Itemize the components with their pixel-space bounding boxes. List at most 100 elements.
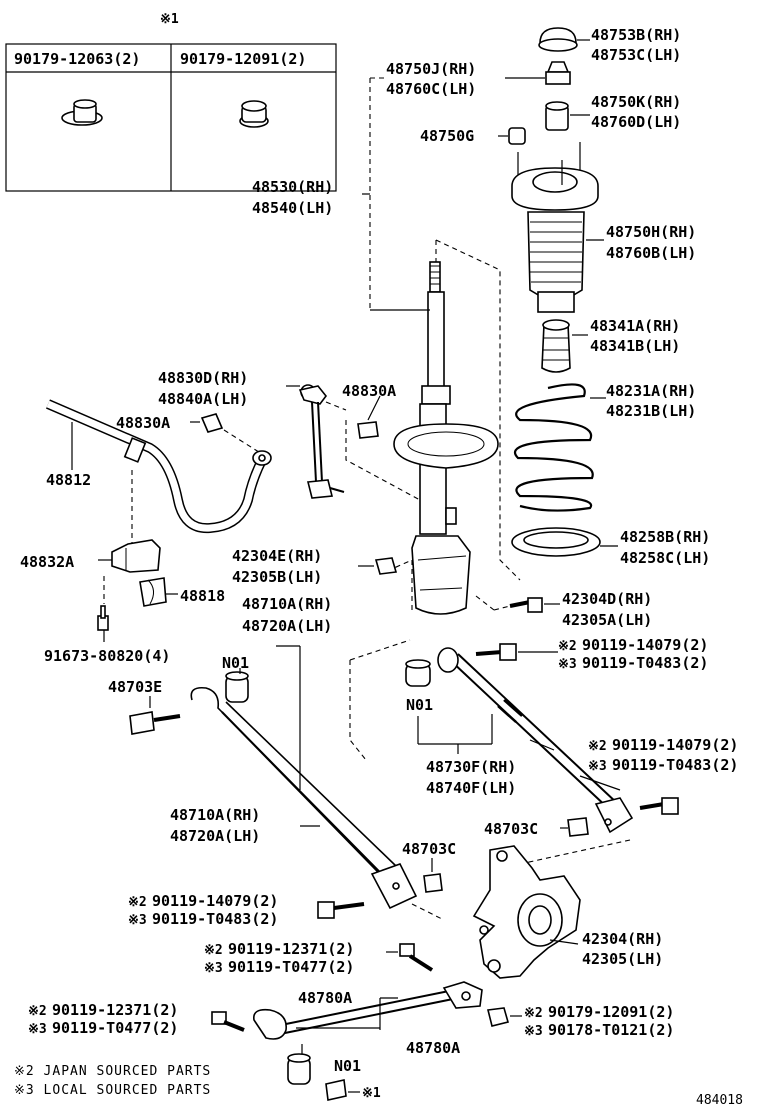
label-42304D: 42304D(RH) <box>562 590 652 608</box>
bolt-48703E <box>129 711 181 735</box>
label-48740F: 48740F(LH) <box>426 779 516 797</box>
label-48832A: 48832A <box>20 553 74 571</box>
label-48720A-top: 48720A(LH) <box>242 617 332 635</box>
label-e-90119-T0477: 90119-T0477(2) <box>52 1019 178 1037</box>
label-48780A-right: 48780A <box>406 1039 460 1057</box>
label-42305B: 42305B(LH) <box>232 568 322 586</box>
label-42304: 42304(RH) <box>582 930 663 948</box>
mark-e-3: ※3 <box>28 1022 47 1037</box>
label-48830D: 48830D(RH) <box>158 369 248 387</box>
mark-a-2: ※2 <box>558 639 577 654</box>
label-a-90119-14079: 90119-14079(2) <box>582 636 708 654</box>
lateral-arm-lower <box>190 686 418 910</box>
label-48258B: 48258B(RH) <box>620 528 710 546</box>
label-48530: 48530(RH) <box>252 178 333 196</box>
label-48703E: 48703E <box>108 678 162 696</box>
carrier-bolt <box>399 943 434 972</box>
stabilizer-bar <box>46 399 272 534</box>
label-48818: 48818 <box>180 587 225 605</box>
mark-f-3: ※3 <box>524 1024 543 1039</box>
rear-axle-carrier <box>472 845 581 979</box>
strut-lower-nut <box>374 557 398 575</box>
strut-lower-bolt <box>509 597 543 613</box>
label-n01-mid: N01 <box>406 696 433 714</box>
stabilizer-bushing <box>139 577 167 607</box>
spring-insulator <box>511 527 601 557</box>
label-42305A: 42305A(LH) <box>562 611 652 629</box>
bracket-bolt <box>97 605 109 631</box>
stabilizer-link <box>298 384 345 499</box>
label-48341A: 48341A(RH) <box>590 317 680 335</box>
label-48760B: 48760B(LH) <box>606 244 696 262</box>
rod-nut-bottom <box>325 1079 347 1101</box>
coil-spring <box>513 383 594 512</box>
label-48703C-mid: 48703C <box>402 840 456 858</box>
nut-48703C-mid <box>423 873 443 893</box>
label-48750J: 48750J(RH) <box>386 60 476 78</box>
label-f-90179-12091: 90179-12091(2) <box>548 1003 674 1021</box>
mark-d-3: ※3 <box>204 961 223 976</box>
label-42305: 42305(LH) <box>582 950 663 968</box>
label-e-90119-12371: 90119-12371(2) <box>52 1001 178 1019</box>
mark-b-2: ※2 <box>588 739 607 754</box>
note-japan-sourced: ※2 JAPAN SOURCED PARTS <box>14 1064 211 1079</box>
label-b-90119-14079: 90119-14079(2) <box>612 736 738 754</box>
box-col2-label: 90179-12091(2) <box>180 50 306 68</box>
label-d-90119-T0477: 90119-T0477(2) <box>228 958 354 976</box>
label-48710A-top: 48710A(RH) <box>242 595 332 613</box>
label-48830A-right: 48830A <box>342 382 396 400</box>
link-nut-right <box>357 421 379 439</box>
label-f-90178-T0121: 90178-T0121(2) <box>548 1021 674 1039</box>
mark-d-2: ※2 <box>204 943 223 958</box>
spacer-collar <box>545 101 569 131</box>
label-c-90119-14079: 90119-14079(2) <box>152 892 278 910</box>
label-48258C: 48258C(LH) <box>620 549 710 567</box>
rod-bushing <box>287 1053 311 1085</box>
label-d-90119-12371: 90119-12371(2) <box>228 940 354 958</box>
label-48720A-low: 48720A(LH) <box>170 827 260 845</box>
label-48750H: 48750H(RH) <box>606 223 696 241</box>
flange-nut-icon <box>61 99 103 126</box>
mark-b-3: ※3 <box>588 759 607 774</box>
label-48812: 48812 <box>46 471 91 489</box>
label-48540: 48540(LH) <box>252 199 333 217</box>
mark-c-2: ※2 <box>128 895 147 910</box>
box-mark: ※1 <box>160 12 179 27</box>
bushing-mid <box>225 671 249 703</box>
rod-nut-right <box>487 1007 509 1027</box>
mark-a-3: ※3 <box>558 657 577 672</box>
label-c-90119-T0483: 90119-T0483(2) <box>152 910 278 928</box>
label-48750K: 48750K(RH) <box>591 93 681 111</box>
shock-absorber <box>393 261 499 615</box>
diagram-ref-number: 484018 <box>696 1093 743 1108</box>
bar-nut-left <box>200 413 224 433</box>
label-48231A: 48231A(RH) <box>606 382 696 400</box>
bump-stopper <box>541 319 571 373</box>
arm-bolt-upper <box>475 643 517 661</box>
box-col1-label: 90179-12063(2) <box>14 50 140 68</box>
note-local-sourced: ※3 LOCAL SOURCED PARTS <box>14 1083 211 1098</box>
mark-e-2: ※2 <box>28 1004 47 1019</box>
strut-rod <box>253 981 483 1040</box>
dust-cap <box>538 27 578 52</box>
label-n01-upper: N01 <box>222 654 249 672</box>
label-48753B: 48753B(RH) <box>591 26 681 44</box>
label-48780A-top: 48780A <box>298 989 352 1007</box>
mark-c-3: ※3 <box>128 913 147 928</box>
hex-nut-icon <box>239 100 269 128</box>
label-91673: 91673-80820(4) <box>44 647 170 665</box>
mark-f-2: ※2 <box>524 1006 543 1021</box>
bellows-boot <box>527 211 585 313</box>
arm-bolt-lower-left <box>317 901 365 919</box>
stabilizer-bracket <box>111 539 161 573</box>
label-48750G: 48750G <box>420 127 474 145</box>
strut-mount <box>511 142 599 211</box>
label-a-90119-T0483: 90119-T0483(2) <box>582 654 708 672</box>
label-48730F: 48730F(RH) <box>426 758 516 776</box>
label-48341B: 48341B(LH) <box>590 337 680 355</box>
lateral-arm-upper <box>437 647 634 834</box>
label-48753C: 48753C(LH) <box>591 46 681 64</box>
mark-1-bottom: ※1 <box>362 1086 381 1101</box>
label-n01-low: N01 <box>334 1057 361 1075</box>
